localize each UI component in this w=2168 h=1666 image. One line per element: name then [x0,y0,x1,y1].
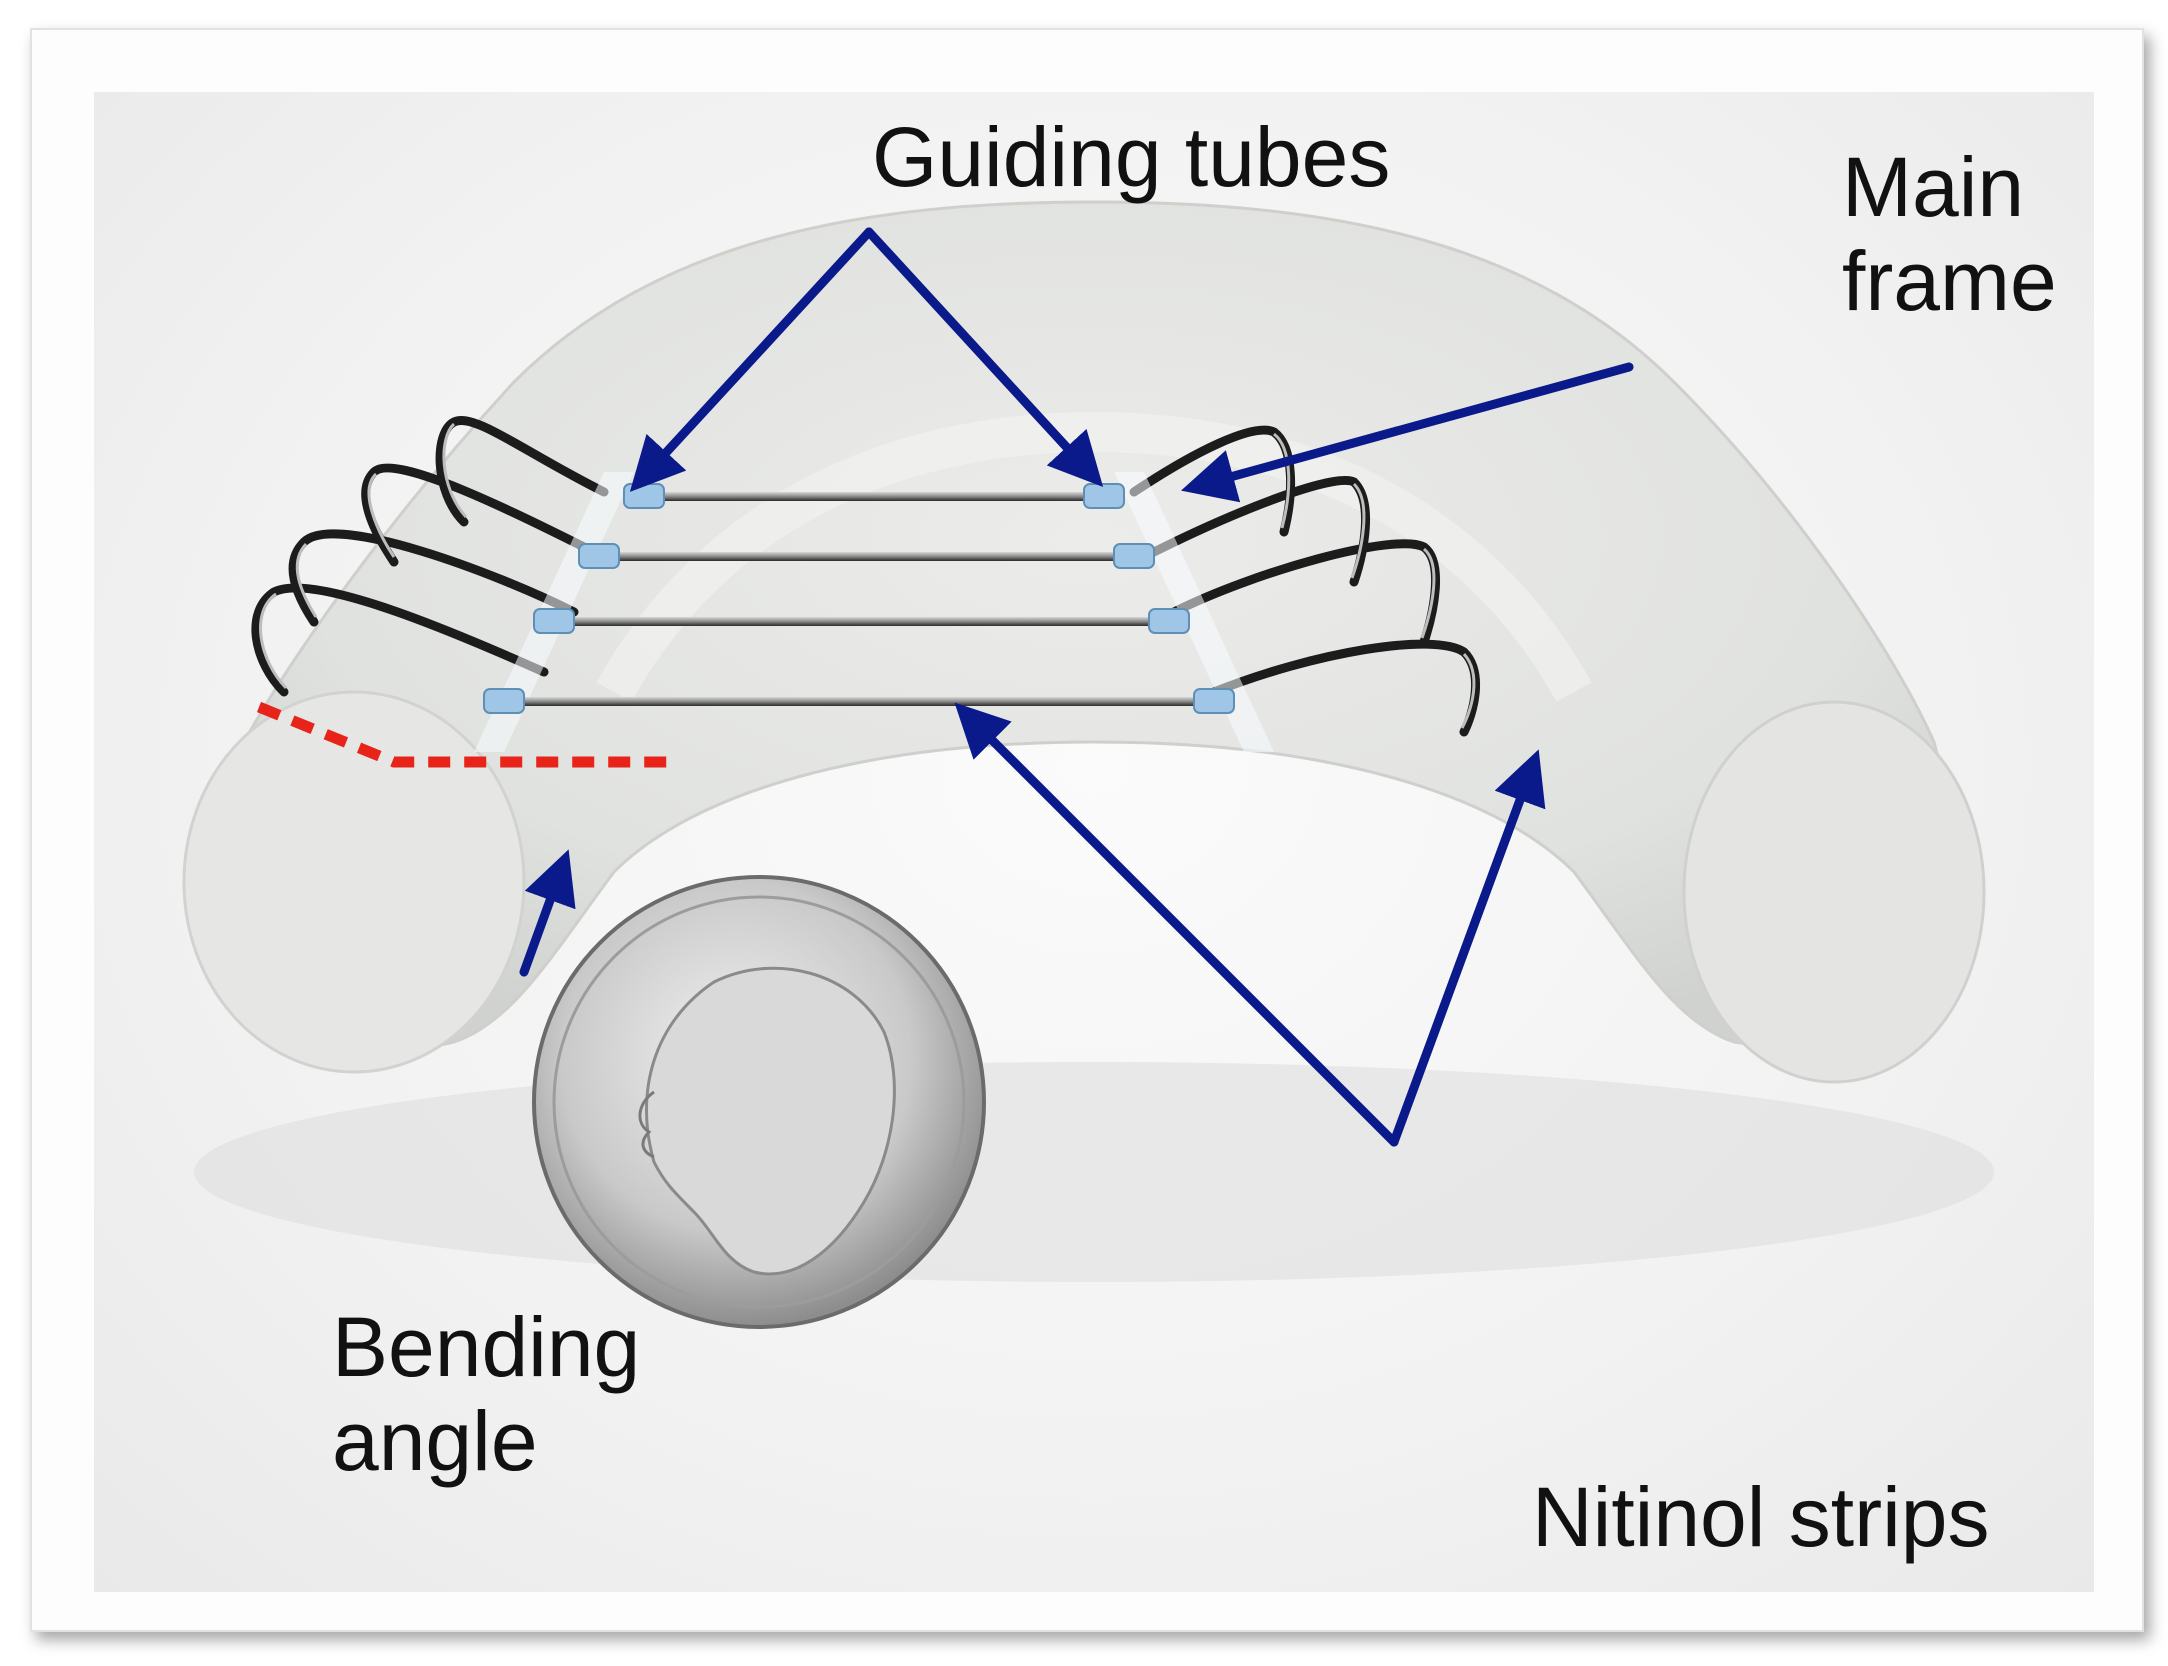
frame-left-lobe [182,690,526,1074]
dime-coin [532,875,986,1329]
label-main-frame: Main frame [1842,140,2057,328]
label-bending-angle-line1: Bending [332,1300,641,1394]
guiding-tube-arrow-right [864,227,1104,487]
device-photo [94,92,2094,1592]
bending-angle-arrow [519,849,576,977]
nitinol-arrow-right [1389,749,1546,1147]
nitinol-arrow-center [954,702,1399,1147]
guiding-tube-arrow-left [629,227,874,492]
frame-right-lobe [1682,700,1986,1084]
bending-angle-line [256,701,669,768]
main-frame-arrow [1180,362,1634,503]
label-bending-angle: Bending angle [332,1300,640,1488]
right-wire-highlights [1272,432,1476,729]
left-wire-hooks [251,416,609,697]
label-main-frame-line1: Main [1842,140,2025,234]
left-wire-highlights [259,422,468,690]
label-main-frame-line2: frame [1842,234,2057,329]
annotation-arrows [519,227,1634,1147]
label-guiding-tubes: Guiding tubes [872,110,1391,204]
label-nitinol-strips: Nitinol strips [1532,1470,1990,1564]
device-illustration [182,200,1994,1329]
label-bending-angle-line2: angle [332,1394,538,1489]
figure-frame: Guiding tubes Main frame Bending angle N… [30,28,2144,1632]
straight-wires [514,492,1214,706]
